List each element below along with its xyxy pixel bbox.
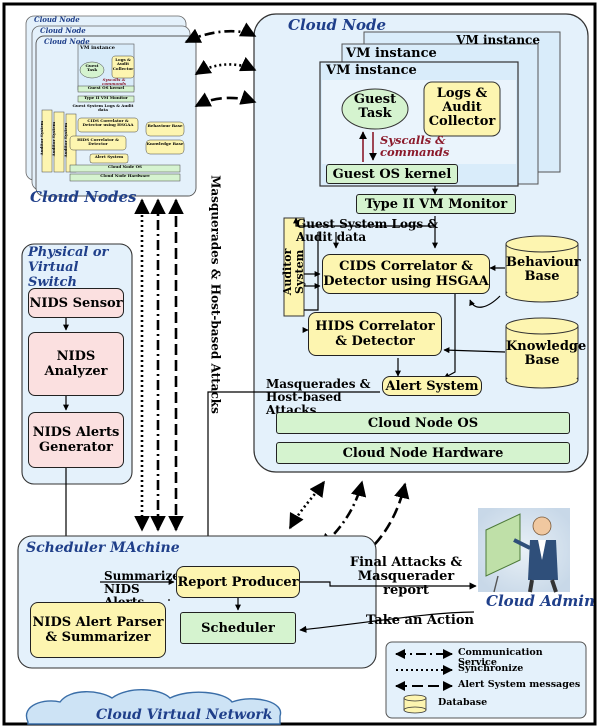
- mini-os-label: Cloud Node OS: [108, 164, 142, 169]
- behaviour-base-cylinder: [505, 235, 579, 303]
- mini-auditor-label-3: Auditor System: [62, 122, 68, 158]
- knowledge-base-cylinder: [505, 317, 579, 389]
- legend-box: [385, 641, 587, 719]
- knowledge-base-label: Knowledge Base: [506, 339, 587, 369]
- switch-title: Physical or Virtual Switch: [28, 245, 109, 290]
- mini-monitor-label: Type II VM Monitor: [84, 95, 128, 100]
- mini-cloud-nodes-stack: [25, 15, 197, 197]
- cloud-virtual-network-title: Cloud Virtual Network: [96, 707, 273, 723]
- mini-knowledge-label: Knowledge Base: [146, 141, 184, 146]
- summarized-alerts-label: Summarized NIDS Alerts: [104, 569, 189, 609]
- cloud-admin-illustration: [478, 508, 570, 593]
- mini-alert-label: Alert System: [94, 154, 124, 159]
- nids-sensor-box: NIDS Sensor: [28, 288, 124, 318]
- cloud-admin-title: Cloud Admin: [486, 592, 595, 610]
- mini-guest-logs-label: Guest System Logs & Audit data: [72, 103, 134, 113]
- mini-hids-label: HIDS Correlator & Detector: [77, 137, 119, 147]
- vm-back1-label: VM instance: [346, 46, 437, 61]
- auditor-system-label: Auditor System: [281, 248, 306, 296]
- cloud-nodes-title: Cloud Nodes: [30, 188, 137, 206]
- cloud-node-os-box: Cloud Node OS: [276, 412, 570, 434]
- report-producer-box: Report Producer: [176, 566, 300, 598]
- mini-hw-label: Cloud Node Hardware: [100, 173, 150, 178]
- legend-communication-label: Communication Service: [458, 647, 543, 669]
- mini-vm-label: VM instance: [80, 45, 115, 51]
- mini-auditor-label-2: Auditor System: [50, 121, 56, 157]
- logs-collector-label: Logs & Audit Collector: [428, 86, 496, 130]
- hids-detector-box: HIDS Correlator & Detector: [308, 312, 442, 356]
- vm-front-label: VM instance: [326, 63, 417, 78]
- final-report-label: Final Attacks & Masquerader report: [349, 555, 463, 599]
- behaviour-base-label: Behaviour Base: [506, 255, 581, 285]
- mini-cids-label: CIDS Correlator & Detector using HSGAA: [82, 118, 134, 128]
- mini-node-title-back: Cloud Node: [34, 15, 80, 24]
- vm-back2-label: VM instance: [456, 33, 540, 47]
- vm-monitor-box: Type II VM Monitor: [356, 194, 516, 214]
- guest-task-label: Guest Task: [353, 92, 397, 122]
- mini-logs-label: Logs & Audit Collector: [112, 57, 134, 71]
- legend-database-label: Database: [438, 697, 488, 708]
- nids-alerts-generator-box: NIDS Alerts Generator: [28, 412, 124, 468]
- scheduler-box: Scheduler: [180, 612, 296, 644]
- guest-task-ellipse: [341, 88, 409, 130]
- mini-guest-task-label: Guest Task: [85, 63, 99, 73]
- mini-behaviour-label: Behaviour Base: [147, 123, 183, 128]
- mini-node-title-mid: Cloud Node: [40, 26, 86, 35]
- nids-alert-parser-box: NIDS Alert Parser & Summarizer: [30, 602, 166, 658]
- legend-alert-label: Alert System messages: [458, 679, 581, 690]
- guest-os-kernel-box: Guest OS kernel: [326, 164, 458, 184]
- mini-node-title-front: Cloud Node: [44, 37, 90, 46]
- vertical-masquerades-label: Masquerades & Host-based Attacks: [208, 175, 223, 414]
- syscalls-label: Syscalls & commands: [380, 133, 450, 160]
- legend-synchronize-label: Synchronize: [458, 663, 524, 674]
- mini-syscalls-label: Syscalls & commands: [101, 77, 127, 87]
- alert-system-box: Alert System: [382, 376, 482, 396]
- scheduler-machine-title: Scheduler MAchine: [26, 540, 180, 556]
- logs-collector-box: [423, 81, 501, 137]
- mini-guest-os-label: Guest OS kernel: [87, 85, 125, 90]
- mini-auditor-label-1: Auditor System: [38, 120, 44, 156]
- legend-database-icon: [403, 694, 427, 714]
- cloud-node-title: Cloud Node: [288, 16, 387, 34]
- cloud-virtual-network-shape: [25, 689, 282, 725]
- nids-analyzer-box: NIDS Analyzer: [28, 332, 124, 396]
- guest-system-logs-label: Guest System Logs & Audit data: [296, 217, 439, 244]
- cids-detector-box: CIDS Correlator & Detector using HSGAA: [322, 254, 490, 294]
- cloud-node-hardware-box: Cloud Node Hardware: [276, 442, 570, 464]
- take-action-label: Take an Action: [365, 613, 474, 628]
